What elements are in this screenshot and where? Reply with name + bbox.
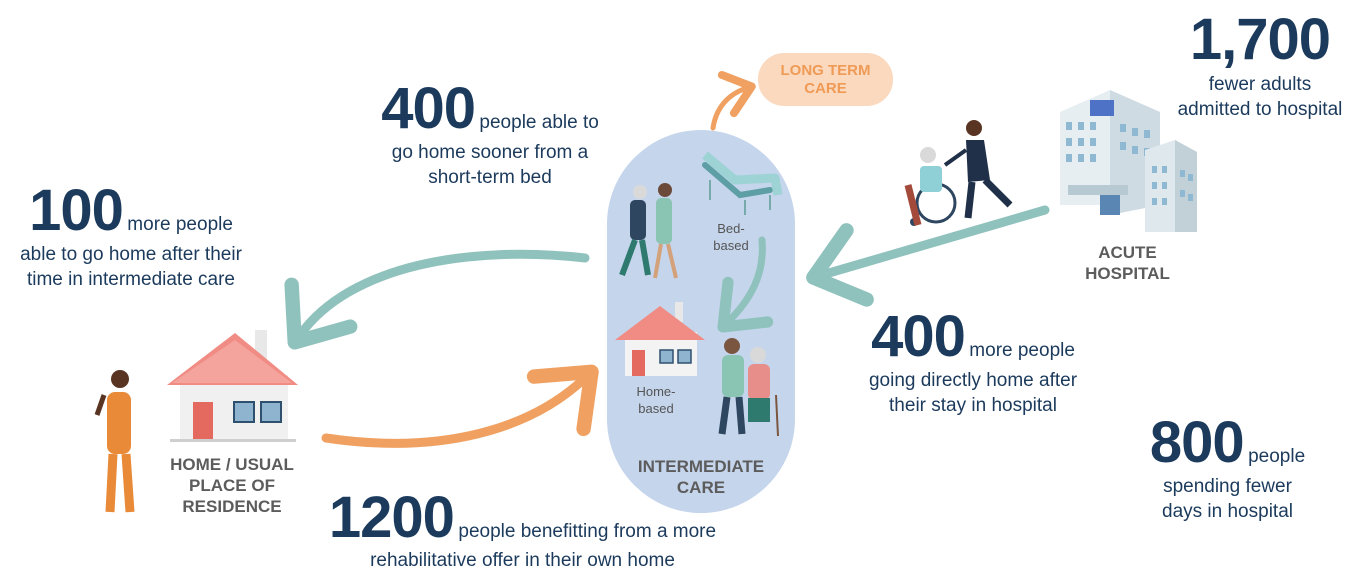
arrow-hospital-to-capsule <box>806 205 1050 307</box>
arrow-capsule-to-long-term <box>710 70 756 131</box>
arrow-home-to-capsule <box>321 364 599 448</box>
stat-admitted: 1,700 fewer adults admitted to hospital <box>1160 8 1357 122</box>
stat-short-term-number: 400 <box>381 76 476 141</box>
stat-after-ic-number: 100 <box>29 178 124 243</box>
long-term-care-pill <box>758 53 893 106</box>
stat-short-term: 400 people able to go home sooner from a… <box>381 76 599 189</box>
long-term-care-label: LONG TERM CARE <box>780 62 871 97</box>
stat-after-ic: 100 more people able to go home after th… <box>20 178 242 291</box>
home-label: HOME / USUAL PLACE OF RESIDENCE <box>170 455 294 516</box>
home-based-house-icon <box>615 302 705 376</box>
acute-hospital-label: ACUTE HOSPITAL <box>1085 243 1170 283</box>
stat-rehab-number: 1200 <box>328 485 455 550</box>
home-based-label: Home- based <box>636 384 676 416</box>
stat-admitted-number: 1,700 <box>1189 7 1331 72</box>
stat-fewer-days: 800 people spending fewer days in hospit… <box>1149 410 1306 523</box>
stat-direct-home-number: 400 <box>871 304 966 369</box>
home-based-couple-icon <box>718 338 779 437</box>
arrow-bed-to-home-based <box>717 236 774 333</box>
carer-walking-elderly-icon <box>619 183 678 279</box>
intermediate-care-label: INTERMEDIATE CARE <box>637 457 765 497</box>
stat-direct-home: 400 more people going directly home afte… <box>868 304 1078 417</box>
stat-fewer-days-number: 800 <box>1149 410 1245 475</box>
home-house-icon <box>167 330 298 442</box>
hospital-bed-icon <box>702 151 783 215</box>
arrow-capsule-to-home <box>284 249 590 350</box>
hospital-building-icon <box>1060 90 1197 232</box>
woman-person-icon <box>94 370 135 513</box>
stat-rehab: 1200 people benefitting from a more reha… <box>328 485 717 572</box>
bed-based-label: Bed- based <box>713 221 749 253</box>
nurse-wheelchair-icon <box>904 120 1013 226</box>
